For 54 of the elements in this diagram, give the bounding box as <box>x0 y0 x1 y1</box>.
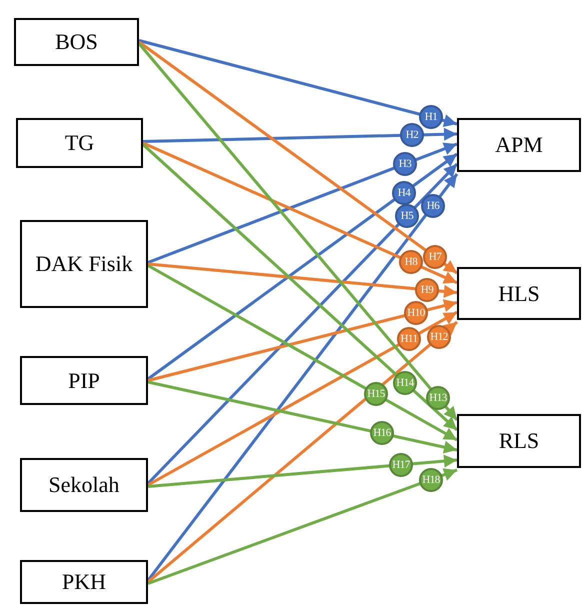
variable-box <box>457 118 581 172</box>
node-label: TG <box>64 129 94 158</box>
hypothesis-badge: H10 <box>404 300 428 325</box>
node-label: BOS <box>55 28 98 56</box>
variable-box <box>20 356 148 405</box>
hypothesis-badge: H16 <box>370 421 394 446</box>
hypothesis-badge: H9 <box>415 278 439 302</box>
hypothesis-badge: H12 <box>427 325 451 350</box>
node-label: Sekolah <box>48 471 120 500</box>
hypothesis-badge: H5 <box>395 204 419 228</box>
node-label: DAK Fisik <box>35 250 133 278</box>
arrow <box>147 142 458 264</box>
arrow <box>146 162 458 485</box>
arrow <box>147 264 458 442</box>
variable-box <box>20 560 148 604</box>
hypothesis-badge: H8 <box>399 250 423 274</box>
hypothesis-badge: H6 <box>421 194 445 218</box>
arrow <box>147 320 458 584</box>
node-label: PKH <box>62 568 106 596</box>
variable-box <box>20 220 148 308</box>
arrow <box>148 262 458 298</box>
hypothesis-badge: H3 <box>393 152 417 176</box>
hypothesis-badge: H14 <box>393 370 417 395</box>
node-label: HLS <box>498 280 540 308</box>
arrow <box>148 299 458 382</box>
node-label: RLS <box>498 427 540 456</box>
variable-box <box>457 414 581 468</box>
arrow <box>142 128 458 143</box>
hypothesis-badge: H13 <box>426 386 450 410</box>
variable-box <box>16 118 143 168</box>
arrow <box>138 42 458 421</box>
hypothesis-badge: H15 <box>364 382 388 406</box>
hypothesis-badge: H4 <box>392 180 416 205</box>
arrow <box>148 380 458 454</box>
hypothesis-badge: H7 <box>423 245 447 270</box>
arrow <box>147 310 458 486</box>
arrow <box>142 143 458 432</box>
arrow <box>148 454 458 488</box>
arrow <box>138 39 458 127</box>
variable-box <box>14 18 139 66</box>
arrow <box>142 142 458 284</box>
arrow <box>147 468 458 585</box>
variable-box <box>457 267 581 320</box>
hypothesis-badge: H17 <box>389 452 413 477</box>
hypothesis-badge: H11 <box>397 327 421 352</box>
arrow <box>146 173 458 582</box>
arrow <box>147 152 458 380</box>
variable-box <box>20 458 148 512</box>
hypothesis-badge: H2 <box>400 123 424 148</box>
arrow <box>138 40 458 274</box>
node-label: APM <box>495 131 543 160</box>
hypothesis-badge: H1 <box>419 105 443 130</box>
hypothesis-badge: H18 <box>419 468 443 492</box>
node-label: PIP <box>68 366 100 395</box>
